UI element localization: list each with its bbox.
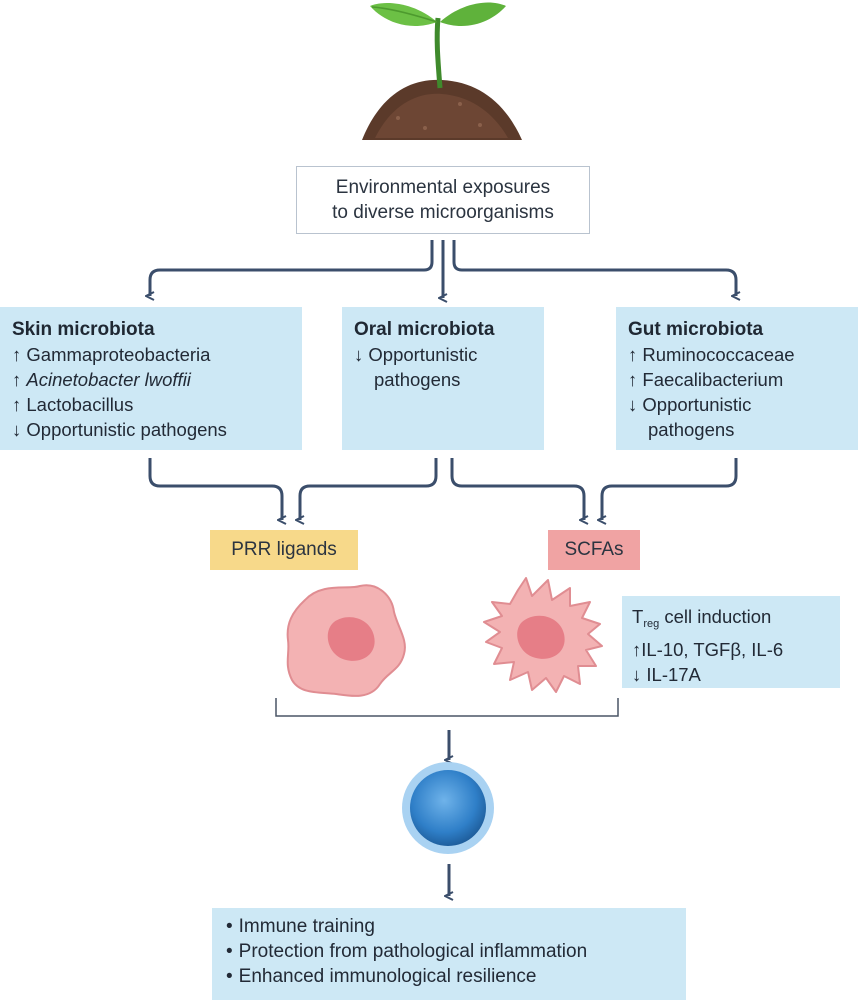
environment-line-1: Environmental exposures — [335, 177, 551, 198]
skin-item: ↑ Lactobacillus — [12, 394, 134, 415]
outcome-item: •Enhanced immunological resilience — [226, 966, 537, 987]
environment-box: Environmental exposures to diverse micro… — [296, 166, 590, 234]
environment-line-2: to diverse microorganisms — [332, 202, 554, 223]
skin-item: ↑ Gammaproteobacteria — [12, 344, 211, 365]
dendritic-cell-icon — [483, 577, 603, 693]
treg-effects-box: Treg cell induction ↑IL-10, TGFβ, IL-6 ↓… — [622, 596, 840, 688]
treg-line-3: ↓ IL-17A — [632, 664, 701, 685]
gut-microbiota-box: Gut microbiota ↑ Ruminococcaceae ↑ Faeca… — [616, 307, 858, 450]
skin-item: ↓ Opportunistic pathogens — [12, 419, 227, 440]
gut-microbiota-title: Gut microbiota — [628, 319, 764, 340]
outcome-item: •Protection from pathological inflammati… — [226, 941, 588, 962]
macrophage-icon — [286, 584, 406, 697]
oral-item: pathogens — [374, 369, 461, 390]
treg-line-1: Treg cell induction — [632, 606, 772, 630]
cells-bracket — [275, 698, 619, 717]
gut-item: ↑ Ruminococcaceae — [628, 344, 795, 365]
oral-microbiota-title: Oral microbiota — [354, 319, 495, 340]
seedling-icon — [362, 2, 522, 140]
treg-line-2: ↑IL-10, TGFβ, IL-6 — [632, 639, 784, 660]
oral-microbiota-box: Oral microbiota ↓ Opportunistic pathogen… — [342, 307, 544, 450]
oral-item: ↓ Opportunistic — [354, 344, 478, 365]
outcome-item: •Immune training — [226, 916, 375, 937]
gut-item: ↓ Opportunistic — [628, 394, 752, 415]
gut-item: ↑ Faecalibacterium — [628, 369, 784, 390]
skin-microbiota-box: Skin microbiota ↑ Gammaproteobacteria ↑ … — [0, 307, 302, 450]
outcomes-box: •Immune training •Protection from pathol… — [212, 908, 686, 1000]
skin-item: ↑ Acinetobacter lwoffii — [12, 369, 191, 390]
converging-arrows — [148, 458, 738, 520]
skin-microbiota-title: Skin microbiota — [12, 319, 155, 340]
branch-arrows — [150, 240, 736, 298]
prr-ligands-label: PRR ligands — [210, 530, 358, 570]
gut-item: pathogens — [648, 419, 735, 440]
scfas-label: SCFAs — [548, 530, 640, 570]
lymphocyte-icon — [402, 762, 494, 854]
